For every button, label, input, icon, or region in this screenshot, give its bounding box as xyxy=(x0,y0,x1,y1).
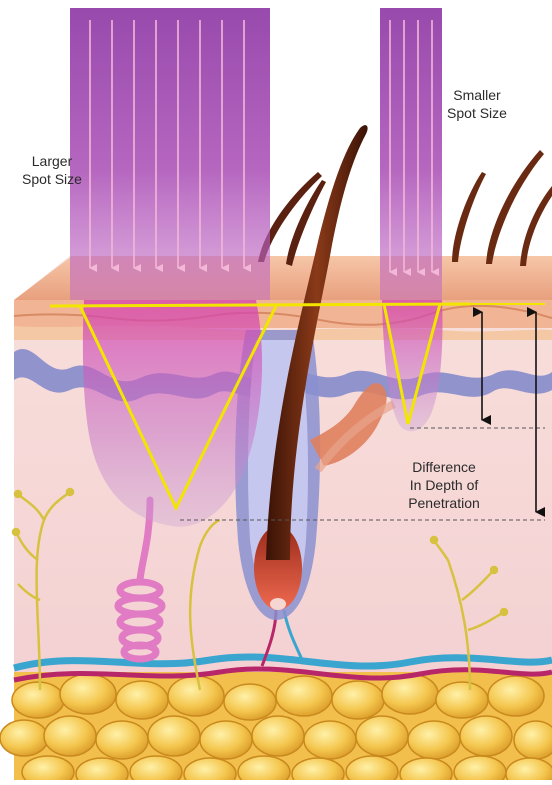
small-laser-beam xyxy=(380,8,442,431)
depth-difference-label: Difference In Depth of Penetration xyxy=(388,458,500,512)
skin-surface-line xyxy=(50,304,470,306)
large-laser-beam xyxy=(70,8,270,527)
laser-beam-icon xyxy=(70,8,270,300)
smaller-spot-size-label: Smaller Spot Size xyxy=(432,86,522,122)
larger-spot-size-label: Larger Spot Size xyxy=(10,152,94,188)
